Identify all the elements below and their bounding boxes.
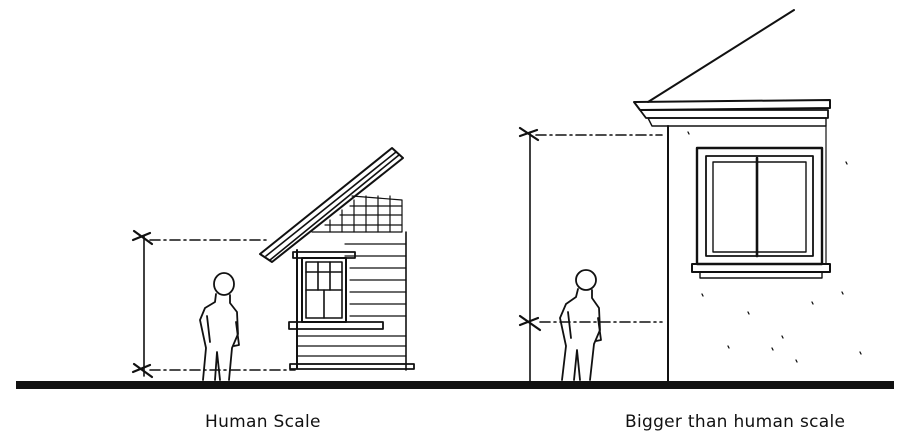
caption-bigger-than-human-scale: Bigger than human scale [625, 412, 845, 432]
right-human-figure [560, 270, 601, 380]
bigger-scale-group [520, 10, 861, 384]
right-dimension-line [520, 128, 662, 382]
large-building [634, 10, 861, 384]
caption-human-scale: Human Scale [205, 412, 321, 432]
small-house [260, 148, 414, 370]
human-scale-group [133, 148, 414, 380]
left-human-figure [200, 273, 239, 380]
ground-line [16, 381, 894, 389]
